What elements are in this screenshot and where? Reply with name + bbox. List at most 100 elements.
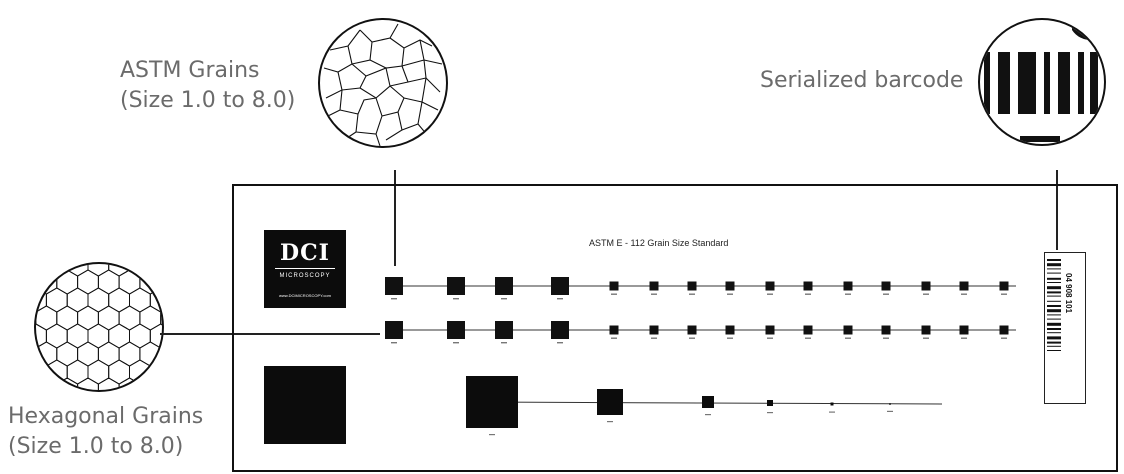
hexagon-cell: [139, 341, 162, 367]
hexagon-cell: [108, 264, 130, 277]
grain-square: [725, 325, 735, 335]
barcode-bar: [1047, 291, 1061, 294]
hexagon-cell: [97, 269, 120, 295]
grain-square: [999, 281, 1009, 291]
grain-square-caption: [611, 337, 617, 339]
dci-logo: DCI MICROSCOPY www.DCIMICROSCOPY.com: [264, 230, 346, 308]
hexagon-cell: [45, 359, 68, 385]
hexagonal-grains-range: (Size 1.0 to 8.0): [8, 434, 184, 459]
grain-square: [881, 281, 891, 291]
grain-square: [765, 281, 775, 291]
hexagon-cell: [36, 341, 58, 367]
astm-grains-label: ASTM Grains (Size 1.0 to 8.0): [120, 56, 295, 116]
grain-square-caption: [501, 342, 507, 344]
barcode-bar: [1047, 350, 1061, 351]
barcode-bar: [1047, 295, 1061, 297]
barcode-bar: [1047, 305, 1061, 307]
scale-square: [466, 376, 518, 428]
grain-square-caption: [557, 298, 563, 300]
scale-square-caption: [887, 410, 893, 412]
plate-title: ASTM E - 112 Grain Size Standard: [589, 238, 729, 248]
grain-square: [649, 325, 659, 335]
grain-square: [609, 325, 619, 335]
hexagon-cell: [118, 377, 141, 390]
scale-square: [767, 400, 773, 406]
hexagon-cell: [66, 264, 89, 277]
hexagon-cell: [56, 341, 79, 367]
grain-square: [843, 325, 853, 335]
grain-square: [843, 281, 853, 291]
hexagon-cell: [118, 341, 141, 367]
hexagon-cell: [108, 323, 130, 349]
grain-square: [725, 281, 735, 291]
hexagon-cell: [160, 274, 162, 290]
hexagon-cell: [77, 269, 99, 295]
hexagon-cell: [77, 377, 99, 390]
hexagon-cell: [118, 305, 141, 331]
hexagon-cell: [36, 377, 58, 390]
barcode-bar: [1047, 259, 1061, 261]
hexagon-cell: [149, 264, 162, 277]
grain-square-caption: [845, 293, 851, 295]
grain-square: [385, 277, 403, 295]
grain-square: [959, 325, 969, 335]
logo-url-text: www.DCIMICROSCOPY.com: [279, 293, 331, 298]
grain-square-caption: [961, 337, 967, 339]
hexagon-cell: [149, 323, 162, 349]
hexagon-cell: [87, 359, 110, 385]
grain-square: [921, 281, 931, 291]
hexagon-cell: [66, 359, 89, 385]
grain-square: [495, 277, 513, 295]
barcode-bars: [1047, 259, 1061, 351]
barcode-bar: [1047, 309, 1061, 313]
grain-square: [609, 281, 619, 291]
grain-square: [551, 277, 569, 295]
hexagon-cell: [45, 323, 68, 349]
grain-square-caption: [453, 298, 459, 300]
hexagon-cell: [77, 341, 99, 367]
barcode-bar: [1047, 322, 1061, 326]
logo-sub-text: MICROSCOPY: [279, 273, 331, 279]
astm-grains-range: (Size 1.0 to 8.0): [120, 88, 296, 113]
grain-square-caption: [923, 293, 929, 295]
grain-square: [999, 325, 1009, 335]
grain-square-caption: [883, 293, 889, 295]
grain-square-caption: [961, 293, 967, 295]
hexagon-cell: [66, 323, 89, 349]
hexagon-cell: [45, 287, 68, 313]
hexagon-cell: [87, 287, 110, 313]
hex-leader-line: [160, 333, 380, 335]
hexagon-cell: [56, 377, 79, 390]
hexagon-cell: [36, 269, 58, 295]
hexagon-cell: [36, 323, 47, 349]
grain-square-caption: [805, 293, 811, 295]
barcode-bar: [1047, 328, 1061, 330]
grain-square: [385, 321, 403, 339]
grain-square-caption: [689, 337, 695, 339]
logo-main-text: DCI: [280, 240, 330, 266]
grain-square-caption: [727, 293, 733, 295]
calibration-plate: DCI MICROSCOPY www.DCIMICROSCOPY.com AST…: [232, 184, 1118, 472]
grain-square-caption: [1001, 293, 1007, 295]
grain-square: [649, 281, 659, 291]
hexagon-cell: [129, 264, 151, 277]
grain-square-caption: [391, 342, 397, 344]
grain-square-caption: [611, 293, 617, 295]
barcode-bar: [1047, 300, 1061, 302]
grain-square-caption: [767, 293, 773, 295]
serialized-barcode-label: Serialized barcode: [760, 68, 964, 93]
astm-leader-line: [394, 170, 396, 266]
grain-square: [881, 325, 891, 335]
grain-square-caption: [805, 337, 811, 339]
grain-square-caption: [391, 298, 397, 300]
barcode-bar: [1047, 272, 1061, 274]
hexagon-cell: [36, 287, 47, 313]
grain-square: [921, 325, 931, 335]
scale-square-caption: [767, 412, 773, 414]
barcode-bar: [1047, 286, 1061, 290]
hexagon-cell: [97, 305, 120, 331]
grain-pattern-strips: [264, 277, 1016, 444]
barcode-number: 04 908 101: [1064, 273, 1073, 314]
grain-square: [803, 325, 813, 335]
grain-square: [495, 321, 513, 339]
